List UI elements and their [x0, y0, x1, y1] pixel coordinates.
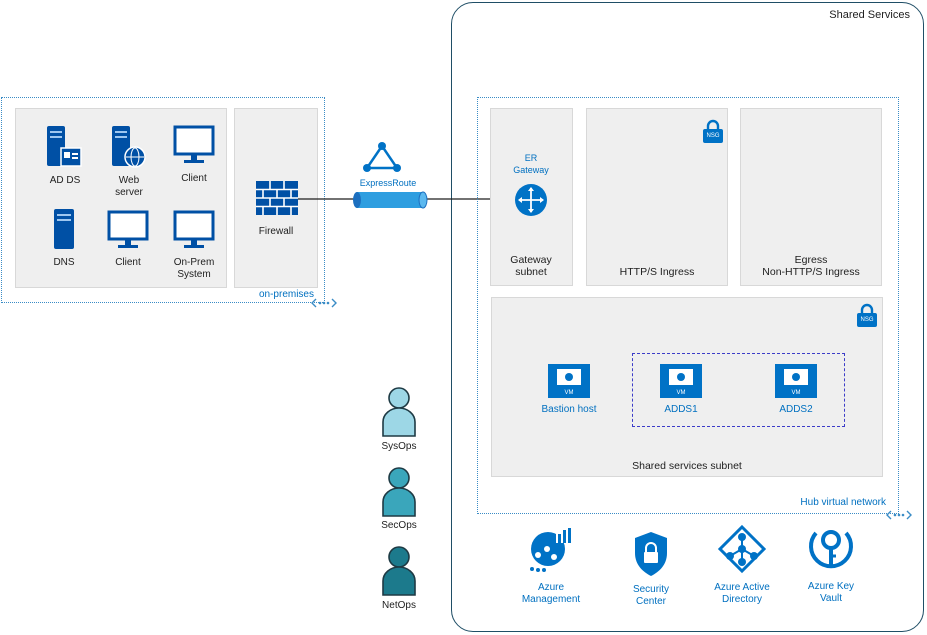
http-ingress-label: HTTP/S Ingress	[619, 266, 695, 278]
vm-badge: VM	[564, 390, 574, 396]
azure-key-vault-icon	[809, 530, 853, 569]
er-gateway-icon	[515, 184, 547, 216]
server-label-client-2: Client	[115, 257, 141, 268]
egress-label: Egress Non-HTTP/S Ingress	[762, 254, 860, 278]
client-monitor-icon	[107, 210, 149, 248]
expressroute-label: ExpressRoute	[359, 178, 417, 188]
azure-management-label: Azure Management	[521, 582, 581, 605]
adds2-label: ADDS2	[779, 404, 813, 415]
onprem-system-monitor-icon	[173, 210, 215, 248]
security-center-label: Security Center	[632, 584, 670, 607]
client-monitor-icon	[173, 125, 215, 163]
hub-vnet-label: Hub virtual network	[800, 497, 886, 508]
shared-services-subnet-label: Shared services subnet	[632, 460, 742, 472]
shared-services-title: Shared Services	[829, 9, 910, 21]
web-server-icon	[112, 126, 146, 168]
server-label-dns: DNS	[53, 257, 75, 268]
vm-icon	[775, 364, 817, 398]
server-label-client-1: Client	[181, 173, 207, 184]
server-label-web: Web server	[115, 175, 143, 198]
er-gateway-label: ER Gateway	[513, 153, 549, 175]
expressroute-pipe-icon	[353, 191, 428, 209]
azure-active-directory-label: Azure Active Directory	[714, 582, 770, 605]
vnet-peering-icon	[311, 298, 337, 308]
firewall-label: Firewall	[258, 226, 294, 237]
adds1-label: ADDS1	[664, 404, 698, 415]
shared-services-boundary	[451, 2, 924, 632]
security-center-icon	[635, 532, 667, 576]
egress-subnet-box	[740, 108, 882, 286]
adds-availability-set	[632, 353, 845, 427]
server-label-onprem-system: On-Prem System	[173, 257, 215, 280]
dns-server-icon	[54, 209, 74, 249]
nsg-icon	[857, 303, 877, 327]
secops-person-icon	[382, 467, 416, 517]
firewall-icon	[256, 181, 298, 215]
vm-icon	[548, 364, 590, 398]
gateway-subnet-label: Gateway subnet	[510, 254, 552, 278]
onprem-label: on-premises	[258, 289, 314, 300]
sysops-label: SysOps	[381, 441, 417, 452]
bastion-host-label: Bastion host	[541, 404, 597, 415]
netops-person-icon	[382, 546, 416, 596]
ad-ds-server-icon	[47, 126, 82, 167]
expressroute-triangle-icon	[363, 142, 401, 172]
hub-vnet-boundary	[477, 97, 899, 514]
vm-badge: VM	[676, 390, 686, 396]
nsg-label: NSG	[706, 133, 720, 139]
vm-badge: VM	[791, 390, 801, 396]
vm-icon	[660, 364, 702, 398]
azure-management-icon	[530, 527, 574, 572]
nsg-label: NSG	[860, 317, 874, 323]
server-label-adds: AD DS	[49, 175, 81, 186]
netops-label: NetOps	[382, 600, 416, 611]
azure-active-directory-icon	[717, 524, 767, 574]
sysops-person-icon	[382, 387, 416, 437]
onprem-boundary	[1, 97, 325, 303]
azure-key-vault-label: Azure Key Vault	[807, 581, 855, 604]
vnet-peering-icon	[886, 510, 912, 520]
secops-label: SecOps	[381, 520, 417, 531]
nsg-icon	[703, 119, 723, 143]
